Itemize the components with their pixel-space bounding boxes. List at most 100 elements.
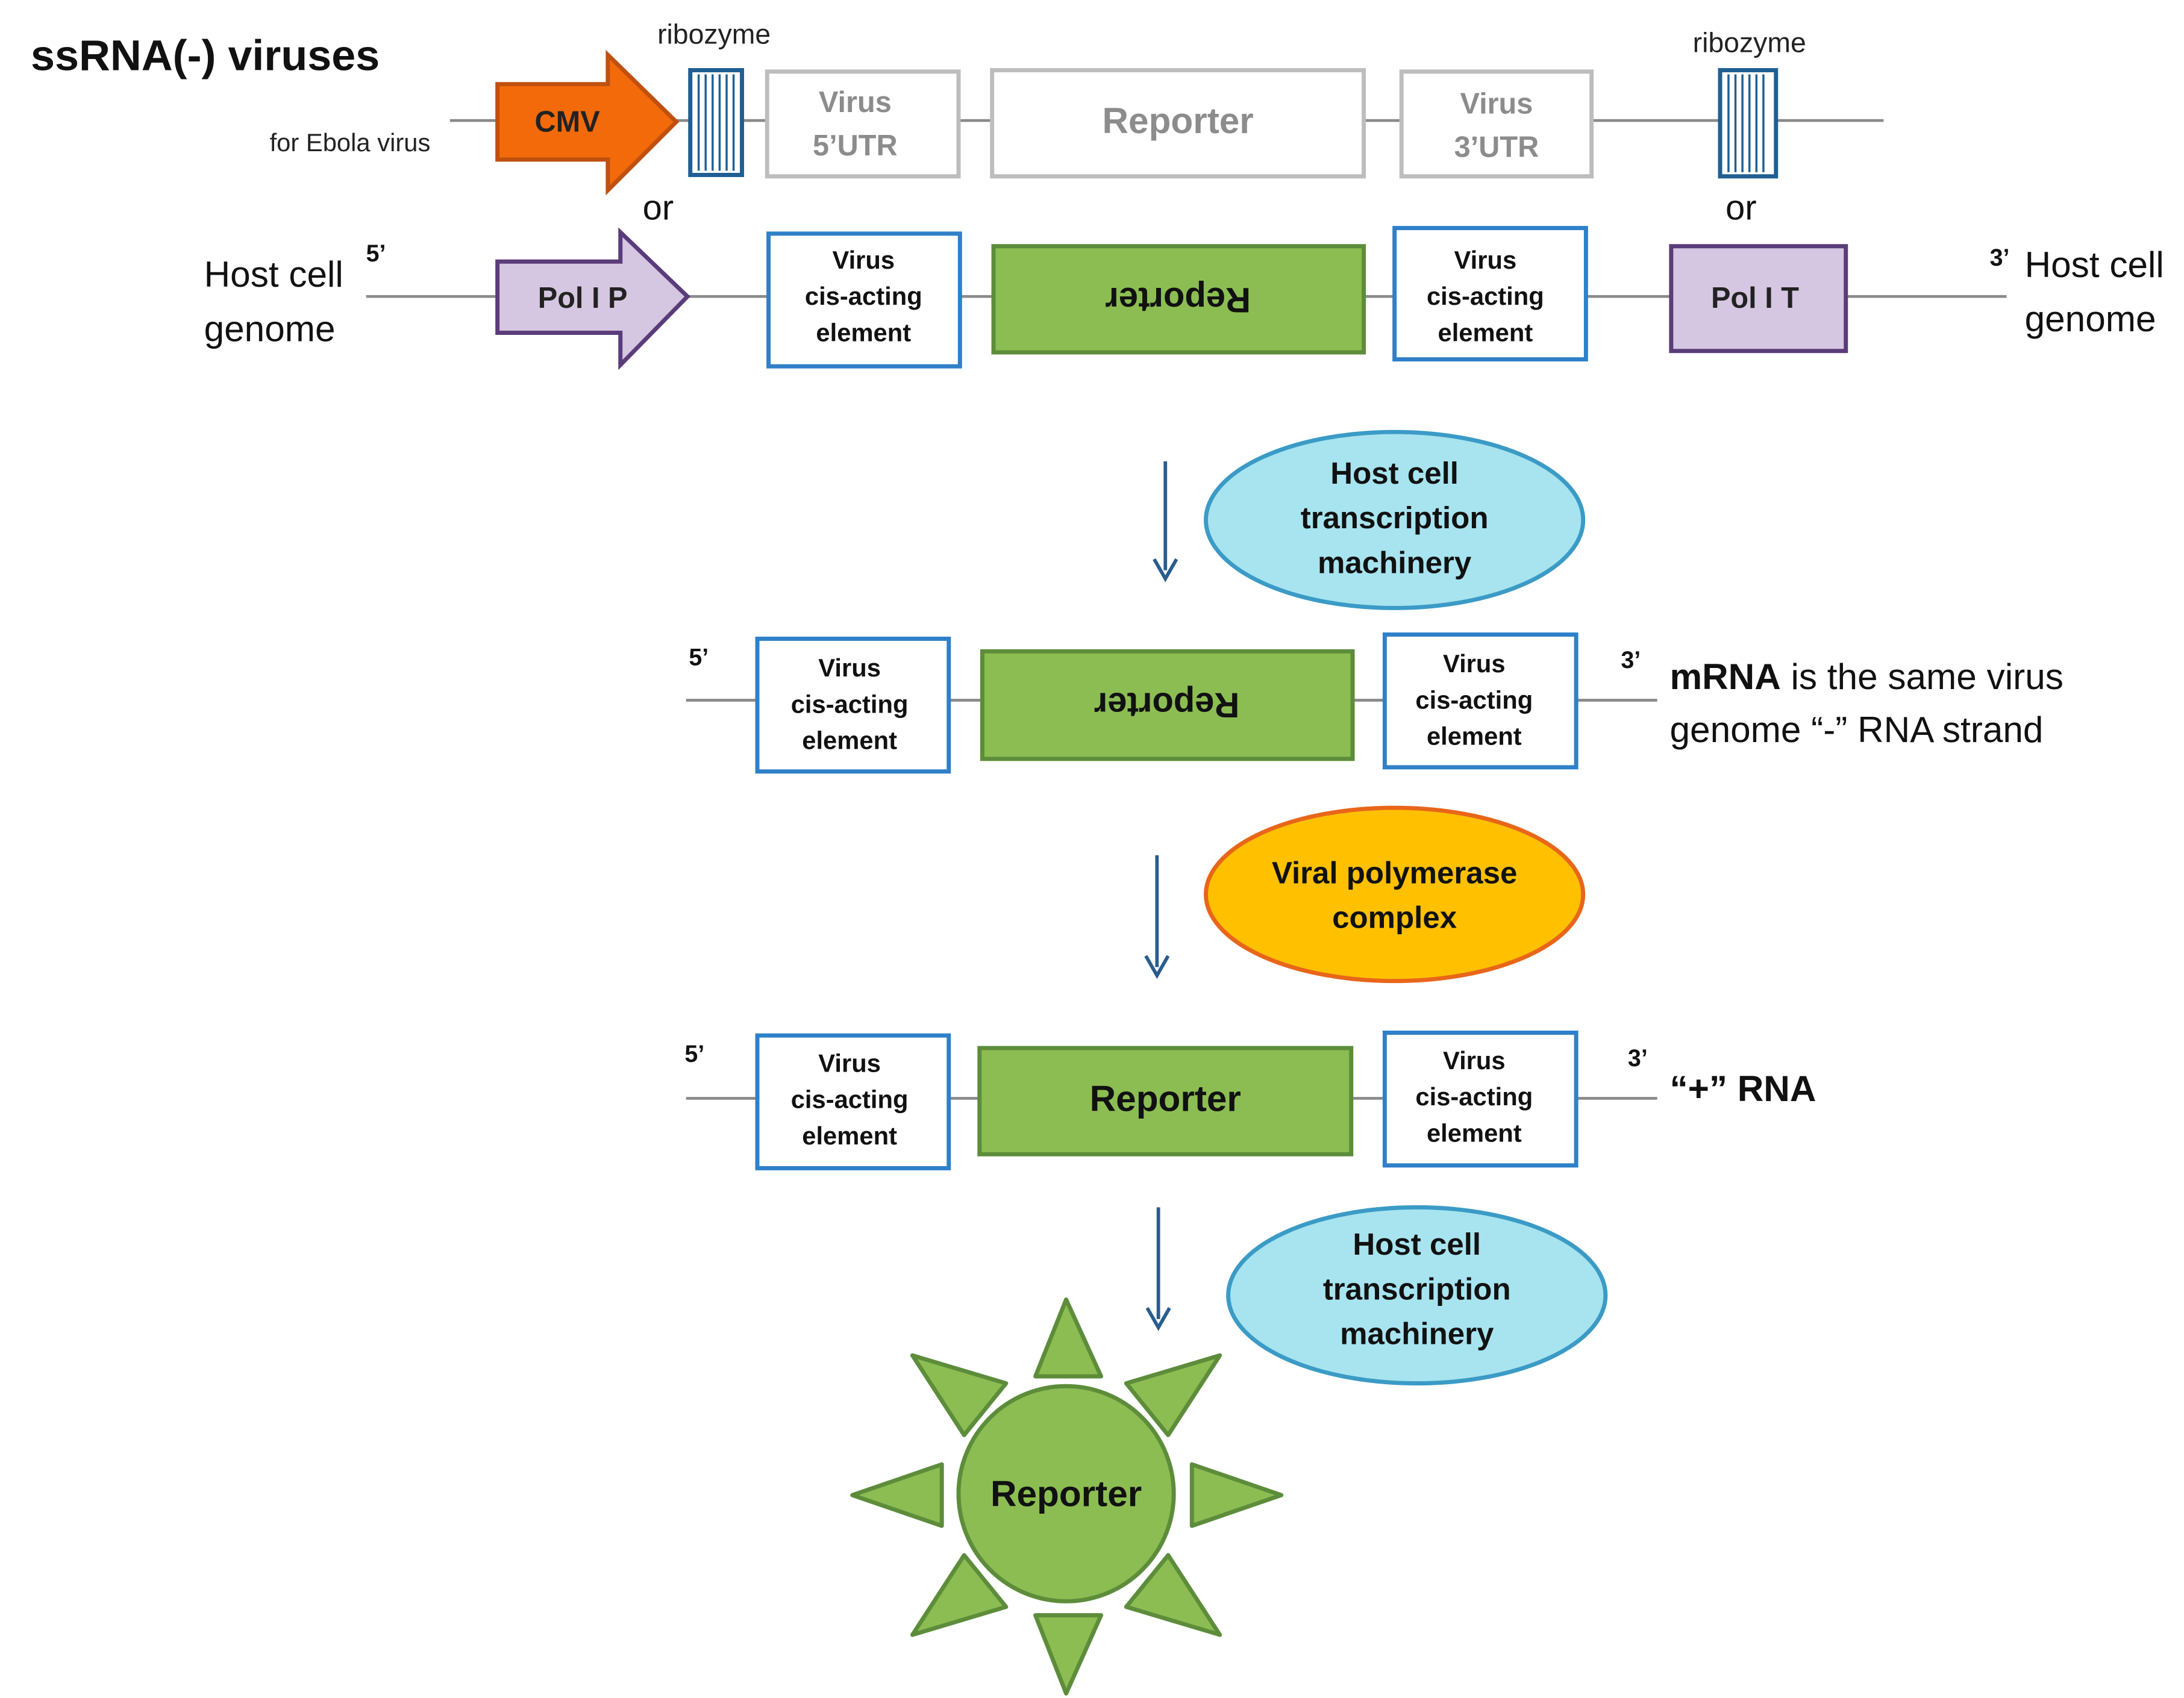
mrna-note-line1: mRNA is the same virus — [1670, 656, 2064, 697]
cis-right-row3-line3: element — [1427, 722, 1522, 751]
ribozyme-label-right: ribozyme — [1693, 27, 1806, 58]
step2-line1: Viral polymerase — [1272, 855, 1517, 890]
three-prime-row3: 3’ — [1621, 647, 1641, 673]
reporter-box-row4 — [977, 1046, 1354, 1156]
step3-line3: machinery — [1340, 1317, 1494, 1351]
cis-element-right-row4 — [1382, 1031, 1579, 1168]
cis-right-row2-line1: Virus — [1454, 246, 1517, 274]
cis-right-row2-line3: element — [1438, 318, 1533, 346]
cis-left-row4-line2: cis-acting — [791, 1085, 909, 1114]
pol-i-p-label: Pol I P — [538, 282, 628, 314]
step1-line2: transcription — [1301, 501, 1489, 535]
cis-left-row4-line1: Virus — [818, 1049, 881, 1077]
step2-arrowhead — [1144, 955, 1170, 979]
row3-mrna: 5’ Virus cis-acting element Reporter Vir… — [686, 632, 2064, 774]
reporter-gray-label: Reporter — [1102, 100, 1253, 141]
ribozyme-right-box — [1718, 68, 1779, 179]
cis-right-row3-line2: cis-acting — [1415, 685, 1533, 714]
five-prime-row4: 5’ — [684, 1041, 704, 1067]
cis-right-row3-line1: Virus — [1443, 649, 1506, 678]
row1-cmv-construct: ribozyme ribozyme for Ebola virus CMV Vi… — [270, 18, 1884, 196]
sun-reporter-label: Reporter — [990, 1473, 1142, 1514]
reporter-sun-icon: Reporter — [850, 1297, 1284, 1696]
cmv-note: for Ebola virus — [270, 128, 431, 157]
cis-element-right-row3 — [1382, 632, 1579, 770]
reporter-label-row3-inverted: Reporter — [1094, 685, 1240, 723]
or-label-left: or — [643, 189, 674, 228]
step3: Host cell transcription machinery — [1145, 1205, 1608, 1386]
three-prime-row2: 3’ — [1990, 245, 2010, 271]
virus-5utr-box — [765, 69, 961, 179]
cis-right-row4-line1: Virus — [1443, 1046, 1506, 1075]
ribozyme-left-box — [688, 68, 745, 177]
cis-left-row3-line2: cis-acting — [791, 690, 909, 718]
virus-3utr-line2: 3’UTR — [1454, 131, 1539, 163]
step1-line1: Host cell — [1330, 456, 1459, 490]
host-genome-right-line1: Host cell — [2025, 244, 2164, 285]
cis-left-row2-line2: cis-acting — [805, 282, 922, 310]
cis-left-row3-line3: element — [802, 726, 897, 755]
virus-5utr-line2: 5’UTR — [813, 130, 898, 162]
pol-i-t-label: Pol I T — [1711, 282, 1799, 314]
cis-element-left-row3 — [755, 636, 951, 774]
cis-left-row2-line3: element — [816, 318, 911, 346]
reporter-box-row3 — [980, 649, 1355, 761]
step1-arrowhead — [1153, 558, 1178, 582]
virus-3utr-line1: Virus — [1460, 87, 1533, 120]
diagram-title: ssRNA(-) viruses — [31, 32, 380, 80]
pol-i-terminator-box — [1669, 244, 1848, 354]
or-label-right: or — [1726, 189, 1757, 228]
sun-ray — [850, 1462, 944, 1528]
pol-i-promoter-arrow — [495, 227, 691, 370]
sun-core — [956, 1384, 1176, 1603]
step3-line1: Host cell — [1353, 1227, 1481, 1261]
mrna-note-line2: genome “-” RNA strand — [1670, 709, 2044, 750]
cmv-promoter-arrow — [495, 49, 680, 196]
reporter-gray-box — [990, 68, 1366, 179]
viral-polymerase-ellipse — [1204, 805, 1586, 984]
step3-arrowhead — [1145, 1306, 1171, 1331]
ribozyme-label-left: ribozyme — [657, 18, 771, 49]
sun-ray — [910, 1553, 1009, 1637]
cis-element-left-row2 — [766, 231, 962, 369]
cis-left-row3-line1: Virus — [818, 654, 881, 682]
sun-ray — [1124, 1353, 1222, 1437]
host-genome-left-line1: Host cell — [204, 254, 343, 295]
host-genome-left-line2: genome — [204, 308, 336, 349]
cmv-label: CMV — [535, 106, 601, 139]
virus-5utr-line1: Virus — [819, 86, 892, 119]
step1: Host cell transcription machinery — [1153, 429, 1586, 610]
plus-rna-label: “+” RNA — [1670, 1068, 1816, 1109]
cis-element-right-row2 — [1392, 226, 1588, 362]
cis-right-row4-line2: cis-acting — [1415, 1082, 1533, 1111]
host-transcription-ellipse-2 — [1226, 1205, 1608, 1386]
step3-line2: transcription — [1323, 1272, 1511, 1306]
cis-left-row2-line1: Virus — [832, 246, 895, 274]
cis-right-row4-line3: element — [1427, 1119, 1522, 1147]
sun-ray — [1033, 1297, 1104, 1379]
sun-ray — [910, 1353, 1009, 1437]
five-prime-row2: 5’ — [366, 240, 386, 267]
cis-left-row4-line3: element — [802, 1122, 897, 1150]
host-genome-right-line2: genome — [2025, 298, 2156, 339]
virus-3utr-box — [1399, 69, 1594, 179]
sun-ray — [1033, 1613, 1104, 1696]
five-prime-row3: 5’ — [689, 645, 709, 671]
sun-ray — [1189, 1462, 1284, 1528]
three-prime-row4: 3’ — [1628, 1045, 1648, 1072]
sun-ray — [1124, 1553, 1222, 1637]
cis-right-row2-line2: cis-acting — [1427, 282, 1544, 310]
reporter-label-row2-inverted: Reporter — [1105, 280, 1251, 319]
step1-line3: machinery — [1318, 545, 1472, 579]
step2-line2: complex — [1332, 901, 1457, 935]
row2-pol-construct: Host cell genome 5’ Pol I P Virus cis-ac… — [204, 226, 2164, 370]
cis-element-left-row4 — [755, 1033, 951, 1170]
mrna-note-rest: is the same virus — [1781, 656, 2064, 697]
reporter-box-row2 — [991, 244, 1366, 355]
row4-plus-rna: 5’ Virus cis-acting element Reporter Vir… — [684, 1031, 1816, 1170]
reporter-label-row4: Reporter — [1090, 1078, 1241, 1119]
step2: Viral polymerase complex — [1144, 805, 1586, 984]
host-transcription-ellipse-1 — [1204, 429, 1586, 610]
sun-rays — [850, 1297, 1284, 1696]
